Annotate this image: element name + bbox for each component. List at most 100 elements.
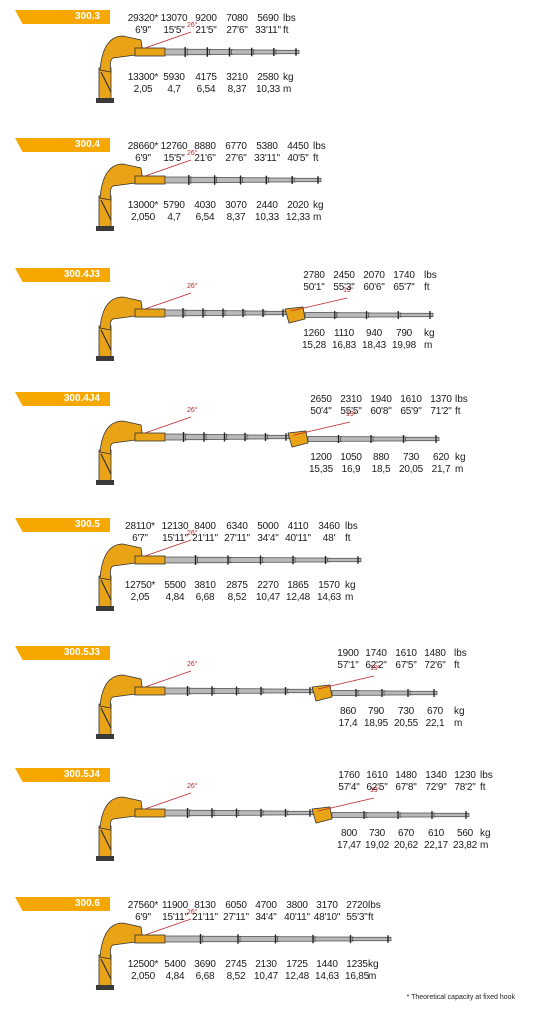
crane-outer-arm: [134, 432, 166, 442]
crane-cylinder: [100, 199, 112, 221]
jib-base: [284, 306, 306, 324]
value-lbs: 4110: [287, 521, 309, 532]
value-kg: 1050: [340, 452, 362, 463]
value-lbs: 11900: [161, 900, 189, 911]
jib-angle-line: [317, 797, 375, 812]
jib-extension: [399, 812, 436, 818]
crane-outer-arm: [134, 934, 166, 944]
crane-cylinder: [100, 453, 112, 475]
model-tag: 300.4: [15, 138, 110, 152]
model-tag: 300.6: [15, 897, 110, 911]
value-kg: 2580: [257, 72, 279, 83]
crane-base: [96, 356, 114, 361]
model-tag: 300.3: [15, 10, 110, 24]
unit-kg: kg: [313, 200, 324, 211]
value-m: 2,050: [130, 212, 156, 223]
boom-angle-line: [144, 539, 192, 557]
value-kg: 940: [365, 328, 383, 339]
value-m: 2,05: [133, 84, 153, 95]
value-ft: 48'10": [313, 912, 341, 923]
crane-outer-arm: [134, 555, 166, 565]
value-m: 2,050: [130, 971, 156, 982]
value-ft: 62'5": [366, 782, 388, 793]
value-lbs: 2310: [340, 394, 362, 405]
value-lbs: 12760: [160, 141, 188, 152]
value-m: 15,35: [308, 464, 334, 475]
unit-lbs: lbs: [480, 770, 493, 781]
crane-cylinder: [100, 579, 112, 601]
crane-base: [96, 606, 114, 611]
value-ft: 55'5": [340, 406, 362, 417]
unit-m: m: [368, 971, 377, 982]
unit-m: m: [313, 212, 322, 223]
value-lbs: 28110*: [125, 521, 155, 532]
unit-ft: ft: [368, 912, 374, 923]
crane-outer-arm: [134, 686, 166, 696]
value-ft: 57'1": [337, 660, 359, 671]
value-lbs: 3460: [318, 521, 340, 532]
value-lbs: 27560*: [127, 900, 159, 911]
boom-extension: [262, 810, 289, 816]
unit-kg: kg: [368, 959, 379, 970]
value-lbs: 1760: [338, 770, 360, 781]
unit-ft: ft: [424, 282, 430, 293]
boom-extension: [164, 809, 191, 817]
value-ft: 40'11": [284, 912, 310, 923]
jib-angle-label: 19°: [346, 411, 357, 418]
value-lbs: 2780: [303, 270, 325, 281]
value-m: 6,54: [195, 212, 215, 223]
value-kg: 790: [367, 706, 385, 717]
value-lbs: 5690: [257, 13, 279, 24]
value-kg: 620: [432, 452, 450, 463]
value-kg: 790: [395, 328, 413, 339]
jib-extension: [307, 436, 342, 442]
jib-extension: [405, 436, 440, 442]
value-ft: 50'4": [310, 406, 332, 417]
crane-base: [96, 226, 114, 231]
boom-extension: [202, 935, 242, 943]
value-kg: 860: [339, 706, 357, 717]
value-ft: 55'3": [346, 912, 368, 923]
value-m: 8,52: [227, 592, 247, 603]
value-m: 4,7: [167, 84, 181, 95]
unit-lbs: lbs: [283, 13, 296, 24]
value-kg: 2270: [257, 580, 279, 591]
value-m: 19,98: [391, 340, 417, 351]
unit-ft: ft: [454, 660, 460, 671]
value-lbs: 5000: [257, 521, 279, 532]
value-lbs: 1230: [454, 770, 476, 781]
value-lbs: 4700: [255, 900, 277, 911]
boom-angle-line: [144, 918, 192, 936]
value-m: 16,83: [331, 340, 357, 351]
value-kg: 1725: [286, 959, 308, 970]
value-m: 2,05: [130, 592, 150, 603]
footnote: * Theoretical capacity at fixed hook: [406, 994, 515, 1001]
model-tag: 300.4J3: [15, 268, 110, 282]
value-ft: 60'8": [370, 406, 392, 417]
jib-angle-line: [293, 421, 351, 436]
value-kg: 4030: [194, 200, 216, 211]
value-ft: 71'2": [430, 406, 452, 417]
jib-extension: [383, 690, 412, 696]
value-lbs: 9200: [195, 13, 217, 24]
crane-column: [98, 325, 112, 361]
value-kg: 1110: [334, 328, 354, 339]
boom-extension: [189, 809, 216, 817]
unit-ft: ft: [480, 782, 486, 793]
value-ft: 21'11": [192, 912, 218, 923]
value-ft: 40'5": [287, 153, 309, 164]
value-lbs: 1740: [365, 648, 387, 659]
value-ft: 33'11": [254, 153, 280, 164]
boom-extension: [287, 688, 314, 694]
unit-ft: ft: [455, 406, 461, 417]
value-m: 18,5: [371, 464, 391, 475]
value-kg: 1570: [318, 580, 340, 591]
value-m: 10,33: [255, 84, 281, 95]
boom-extension: [238, 810, 265, 816]
crane-column: [98, 67, 112, 103]
boom-angle-line: [144, 159, 192, 177]
crane-diagram: [96, 792, 470, 861]
